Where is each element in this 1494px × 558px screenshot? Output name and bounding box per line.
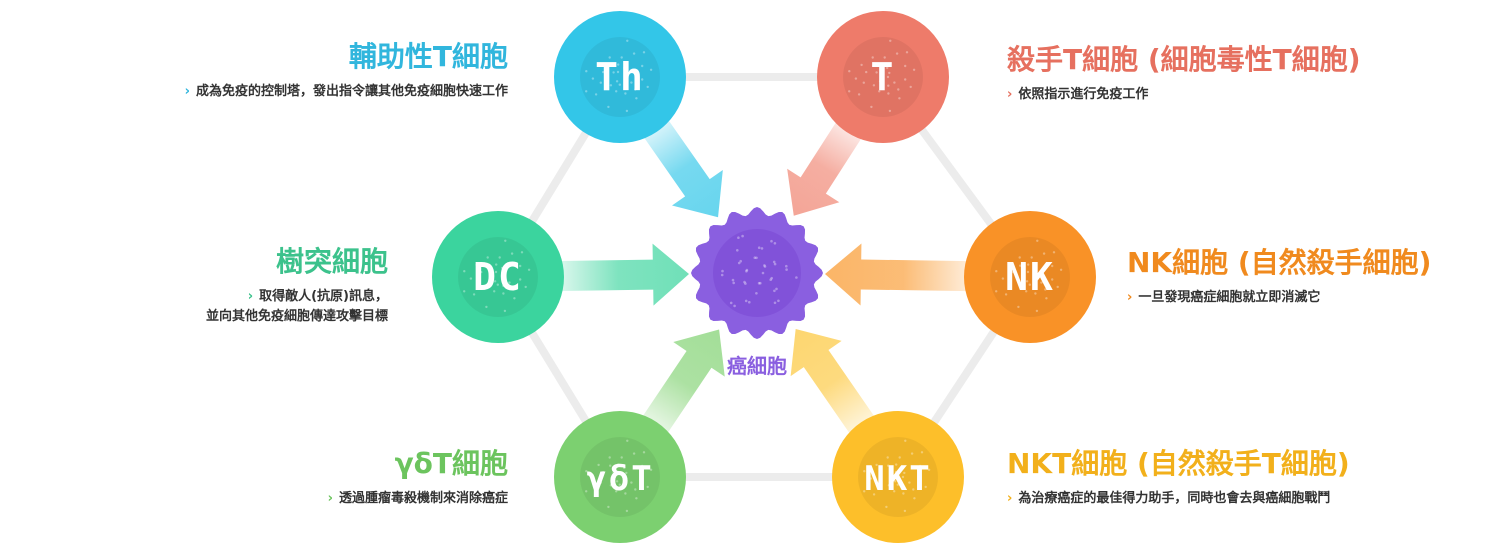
label-nk: NK細胞 (自然殺手細胞) › 一旦發現癌症細胞就立即消滅它 [1127, 246, 1431, 308]
label-nkt: NKT細胞 (自然殺手T細胞) › 為治療癌症的最佳得力助手，同時也會去與癌細胞戰… [1007, 447, 1350, 509]
desc-line: 取得敵人(抗原)訊息， [259, 289, 388, 304]
chevron-right-icon: › [1127, 290, 1133, 305]
cell-nkt: NKT [832, 411, 964, 543]
cancer-cell-icon [691, 207, 823, 339]
arrow-gdt [642, 329, 725, 434]
chevron-right-icon: › [247, 289, 254, 304]
arrow-nkt [790, 328, 876, 435]
desc-line: 透過腫瘤毒殺機制來消除癌症 [338, 491, 508, 506]
desc-line: 成為免疫的控制塔，發出指令讓其他免疫細胞快速工作 [195, 84, 508, 99]
desc-line: 一旦發現癌症細胞就立即消滅它 [1138, 290, 1321, 305]
center-label: 癌細胞 [727, 354, 787, 378]
chevron-right-icon: › [1007, 491, 1013, 506]
label-title: 樹突細胞 [275, 245, 388, 278]
cell-symbol: NK [1005, 255, 1055, 299]
desc-line: 並向其他免疫細胞傳達攻擊目標 [205, 309, 388, 324]
arrow-nk [824, 243, 969, 306]
label-desc: › 透過腫瘤毒殺機制來消除癌症 [328, 489, 508, 509]
label-title: 輔助性T細胞 [348, 40, 508, 73]
label-title: 殺手T細胞 (細胞毒性T細胞) [1007, 43, 1361, 76]
label-desc: › 一旦發現癌症細胞就立即消滅它 [1127, 288, 1431, 308]
desc-line: 為治療癌症的最佳得力助手，同時也會去與癌細胞戰鬥 [1018, 491, 1331, 506]
cell-symbol: NKT [864, 459, 931, 499]
cell-symbol: γδT [586, 459, 653, 499]
cell-th: Th [554, 11, 686, 143]
label-th: 輔助性T細胞 › 成為免疫的控制塔，發出指令讓其他免疫細胞快速工作 [185, 40, 508, 102]
label-gdt: γδT細胞 › 透過腫瘤毒殺機制來消除癌症 [328, 447, 508, 509]
arrow-t [787, 121, 863, 216]
cell-symbol: DC [473, 255, 523, 299]
label-desc: › 取得敵人(抗原)訊息， 並向其他免疫細胞傳達攻擊目標 [206, 287, 388, 327]
arrow-dc [559, 243, 690, 306]
cell-dc: DC [432, 211, 564, 343]
chevron-right-icon: › [327, 491, 333, 506]
label-title: γδT細胞 [394, 447, 508, 480]
label-t: 殺手T細胞 (細胞毒性T細胞) › 依照指示進行免疫工作 [1007, 43, 1361, 105]
cell-gdt: γδT [554, 411, 686, 543]
cell-t: T [817, 11, 949, 143]
desc-line: 依照指示進行免疫工作 [1018, 87, 1149, 102]
label-desc: › 依照指示進行免疫工作 [1007, 85, 1361, 105]
label-desc: › 成為免疫的控制塔，發出指令讓其他免疫細胞快速工作 [185, 82, 508, 102]
cell-nk: NK [964, 211, 1096, 343]
cell-symbol: T [871, 55, 896, 99]
cell-group: Th T DC NK γδT NKT [432, 11, 1096, 543]
label-desc: › 為治療癌症的最佳得力助手，同時也會去與癌細胞戰鬥 [1007, 489, 1350, 509]
chevron-right-icon: › [184, 84, 190, 99]
label-dc: 樹突細胞 › 取得敵人(抗原)訊息， 並向其他免疫細胞傳達攻擊目標 [206, 245, 388, 327]
cell-symbol: Th [595, 55, 645, 99]
arrow-group [559, 119, 969, 435]
arrow-th [643, 119, 723, 218]
chevron-right-icon: › [1007, 87, 1013, 102]
label-title: NKT細胞 (自然殺手T細胞) [1007, 447, 1350, 480]
label-title: NK細胞 (自然殺手細胞) [1127, 246, 1432, 279]
